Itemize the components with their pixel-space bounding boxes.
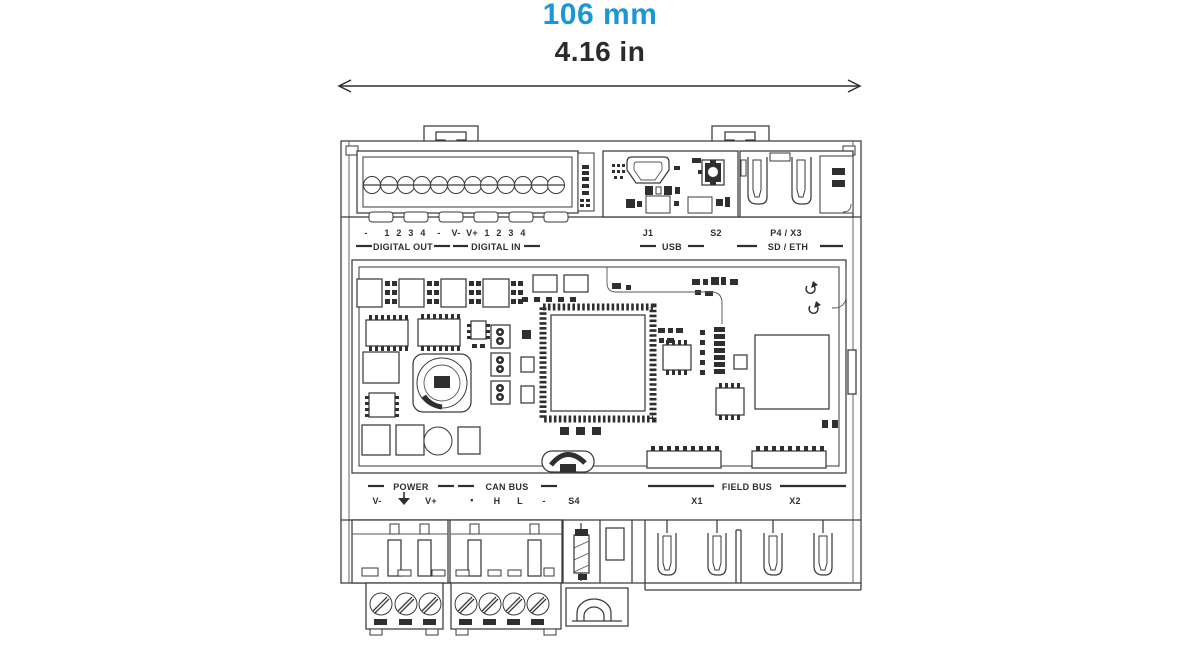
power-pin-vminus: V- [372,496,381,506]
can-connector-housing [449,519,563,584]
s4-label: S4 [568,496,580,506]
field-bus-bottom-connectors [645,520,862,591]
buzzer [541,450,595,473]
inductor-coil [412,353,472,413]
sd-eth-section [739,150,854,218]
digital-in-pin: 1 [484,228,489,238]
can-pin-l: L [517,496,523,506]
fuse [573,523,590,581]
x2-label: X2 [789,496,801,506]
digital-in-pin: 4 [520,228,525,238]
usb-board-section [602,150,739,218]
can-shield-dot: • [470,495,473,505]
pad-cluster-icon [612,164,625,179]
fuse-section [562,520,646,590]
fpga-chip [754,334,830,410]
power-pin-vplus: V+ [425,496,437,506]
digital-in-label: DIGITAL IN [471,242,521,252]
can-pin-minus: - [542,496,545,506]
bottom-label-band: POWER V- V+ CAN BUS • H L - S4 FIELD BUS… [368,482,846,506]
din-clip-bottom [565,587,629,627]
rj45-latch [707,520,727,576]
top-label-band: - 1 2 3 4 - V- V+ 1 2 3 4 DIGITAL OUT DI… [356,228,843,252]
header-connector [490,380,511,405]
digital-in-pin: V+ [466,228,478,238]
rj45-latch [813,520,833,576]
soic8-chip [662,340,692,375]
slot-latch [747,157,768,205]
digital-out-pin: 3 [408,228,413,238]
rotate-arrow-icon [805,281,818,294]
dimension-metric-label: 106 mm [542,0,658,31]
pcb-window [351,259,857,474]
digital-in-pin: 3 [508,228,513,238]
p4-x3-label: P4 / X3 [770,228,802,238]
rotate-arrow-icon [808,301,821,314]
power-connector-housing [351,519,449,584]
small-ic [467,320,490,348]
button-s2 [701,159,725,186]
usb-label: USB [662,242,682,252]
x1-label: X1 [691,496,703,506]
digital-out-label: DIGITAL OUT [373,242,433,252]
digital-out-pin: 2 [396,228,401,238]
ic-package [362,351,400,384]
power-label: POWER [393,482,429,492]
earth-ground-icon [398,492,410,505]
slot-latch [791,157,812,205]
digital-in-pin: V- [451,228,460,238]
rj45-latch [657,520,677,576]
s2-label: S2 [710,228,722,238]
soic8-chip [365,392,399,418]
digital-out-pin: 4 [420,228,425,238]
sd-eth-label: SD / ETH [768,242,808,252]
header-connector [490,324,511,349]
field-bus-label: FIELD BUS [722,482,772,492]
capacitor [423,426,453,456]
digital-in-pin: 2 [496,228,501,238]
board-connector-x2 [751,446,827,469]
j1-label: J1 [643,228,654,238]
mcu-qfp-chip [539,303,657,423]
mini-usb-connector [626,156,670,184]
digital-out-pin: 1 [384,228,389,238]
can-screw-block [450,582,562,636]
can-pin-h: H [494,496,501,506]
side-print-label [577,152,595,212]
soic8-chip [715,383,745,420]
rj45-latch [763,520,783,576]
header-connector [490,352,511,377]
power-screw-block [365,582,444,636]
board-connector-x1 [646,446,722,469]
digital-terminal-strip [356,150,579,223]
digital-out-pin: - [364,228,367,238]
can-bus-label: CAN BUS [485,482,528,492]
dip-chip [365,315,409,351]
digital-in-pin: - [437,228,440,238]
dimension-imperial-label: 4.16 in [554,36,646,67]
dip-chip [417,314,461,351]
dimension-arrow [337,79,862,93]
